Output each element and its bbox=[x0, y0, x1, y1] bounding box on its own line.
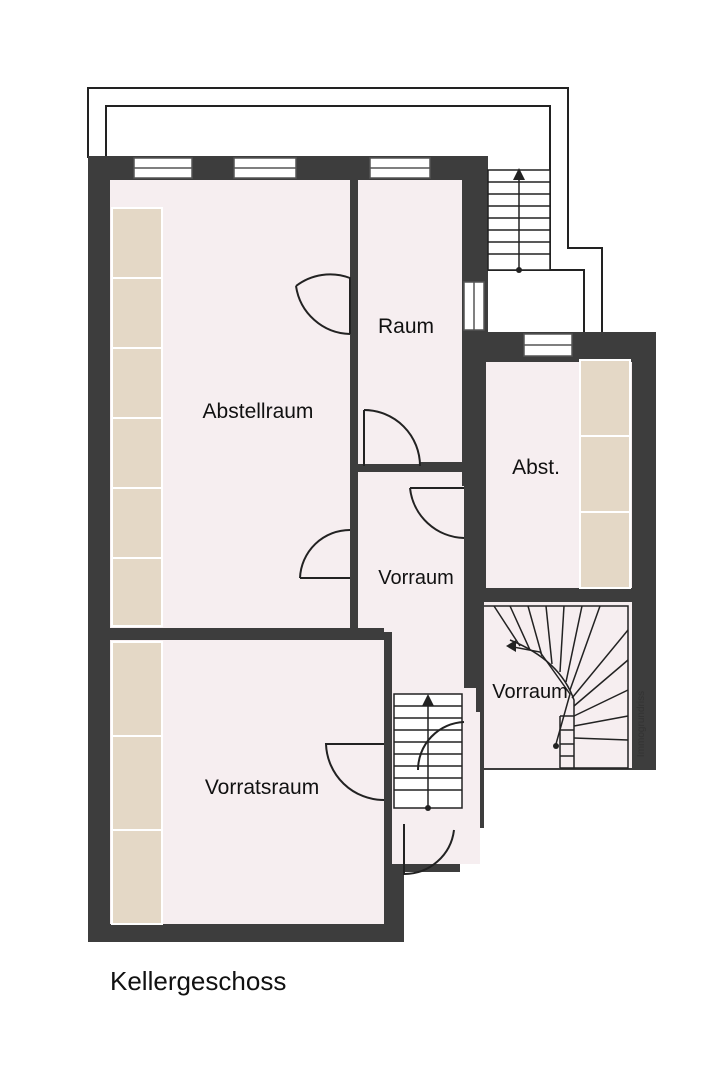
window-icon bbox=[233, 157, 297, 179]
shelf-block bbox=[111, 829, 163, 925]
room-label-vorratsraum: Vorratsraum bbox=[205, 776, 319, 799]
window-icon bbox=[133, 157, 193, 179]
shelf-block bbox=[579, 511, 631, 589]
door-swing-icon bbox=[299, 528, 351, 579]
window-icon bbox=[463, 281, 485, 331]
wall-stair-west bbox=[476, 602, 484, 712]
room-label-vorraum-center: Vorraum bbox=[378, 567, 454, 589]
room-label-raum: Raum bbox=[378, 315, 434, 338]
wall-abstell-raum-2 bbox=[350, 332, 358, 528]
door-swing-icon bbox=[409, 487, 465, 539]
room-label-abst: Abst. bbox=[512, 456, 560, 479]
wall-vorrats-east bbox=[384, 632, 392, 742]
window-icon bbox=[523, 333, 573, 357]
door-swing-icon bbox=[403, 824, 455, 876]
shelving bbox=[111, 207, 631, 925]
stair-icon bbox=[393, 693, 463, 809]
shelf-block bbox=[579, 435, 631, 513]
door-swing-icon bbox=[295, 273, 351, 335]
room-label-abstellraum: Abstellraum bbox=[203, 400, 314, 423]
shelf-block bbox=[111, 417, 163, 489]
door-swing-icon bbox=[416, 721, 465, 771]
stair-arrow-icon bbox=[513, 168, 525, 273]
door-swing-icon bbox=[324, 743, 385, 801]
wall-abstell-vorrats bbox=[110, 628, 384, 640]
room-floors bbox=[110, 180, 632, 924]
stair-icon bbox=[484, 605, 629, 769]
windows bbox=[133, 157, 573, 357]
shelf-block bbox=[111, 207, 163, 279]
shelf-block bbox=[111, 347, 163, 419]
shelf-block bbox=[111, 735, 163, 831]
watermark-text: Immogrundriss bbox=[636, 691, 647, 757]
door-swing-icon bbox=[363, 409, 421, 467]
wall-abstell-raum bbox=[350, 180, 358, 276]
stair-icon bbox=[487, 169, 551, 271]
room-label-vorraum-stair: Vorraum bbox=[492, 681, 568, 703]
floor-vorraum-center bbox=[358, 472, 464, 632]
wall-raum-east-2 bbox=[462, 332, 486, 486]
wall-raum-vorraum bbox=[420, 462, 464, 472]
room-labels: Abstellraum Raum Abst. Vorraum Vorraum V… bbox=[203, 315, 568, 799]
doors bbox=[295, 273, 465, 876]
window-icon bbox=[369, 157, 431, 179]
stair-arrow-icon bbox=[506, 640, 571, 749]
floor-caption: Kellergeschoss bbox=[110, 966, 287, 996]
floor-raum bbox=[358, 180, 462, 464]
shelf-block bbox=[111, 557, 163, 627]
shelf-block bbox=[111, 641, 163, 737]
shelf-block bbox=[579, 359, 631, 437]
wall-abst-south bbox=[484, 588, 632, 602]
wall-abstell-raum-3 bbox=[350, 578, 358, 634]
stair-arrow-icon bbox=[422, 694, 434, 811]
wall-vorrats-east-2 bbox=[384, 800, 392, 942]
shelf-block bbox=[111, 487, 163, 559]
shelf-block bbox=[111, 277, 163, 349]
